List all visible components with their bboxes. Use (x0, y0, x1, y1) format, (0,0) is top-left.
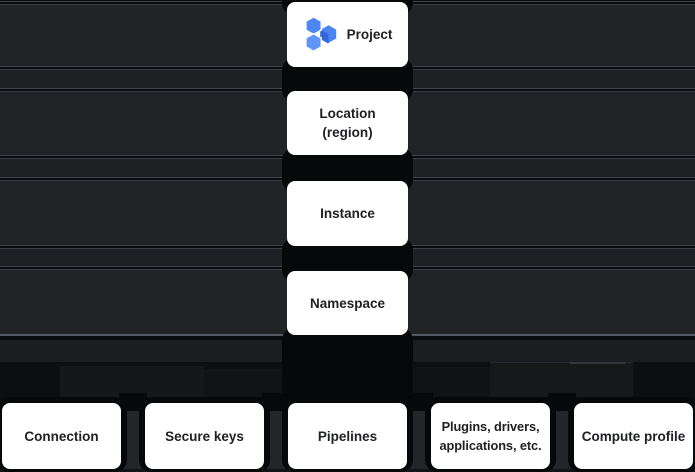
node-location-region-label: Location (region) (319, 106, 376, 140)
node-plugins-drivers-applications: Plugins, drivers, applications, etc. (431, 403, 550, 469)
hexagon-cluster-icon (304, 16, 338, 53)
node-plugins-drivers-applications-label: Plugins, drivers, applications, etc. (439, 419, 542, 453)
node-location-region: Location (region) (287, 91, 408, 155)
node-instance-label: Instance (320, 206, 375, 221)
node-instance: Instance (287, 181, 408, 246)
node-pipelines: Pipelines (288, 403, 407, 469)
gap-shadow-tab (405, 393, 433, 411)
node-project-label: Project (346, 27, 393, 42)
node-compute-profile: Compute profile (574, 403, 693, 469)
node-secure-keys-label: Secure keys (165, 428, 244, 444)
hierarchy-connector (282, 328, 413, 410)
node-namespace: Namespace (287, 271, 408, 335)
gap-shadow-tab (119, 393, 147, 411)
gap-shadow-tab (548, 393, 576, 411)
background-artifact (570, 362, 625, 364)
node-compute-profile-label: Compute profile (581, 428, 686, 444)
node-pipelines-label: Pipelines (317, 428, 378, 444)
node-namespace-label: Namespace (309, 295, 386, 311)
node-project: Project (287, 2, 408, 67)
gap-shadow-tab (262, 393, 290, 411)
node-secure-keys: Secure keys (145, 403, 264, 469)
node-connection: Connection (2, 403, 121, 469)
node-connection-label: Connection (24, 428, 99, 444)
